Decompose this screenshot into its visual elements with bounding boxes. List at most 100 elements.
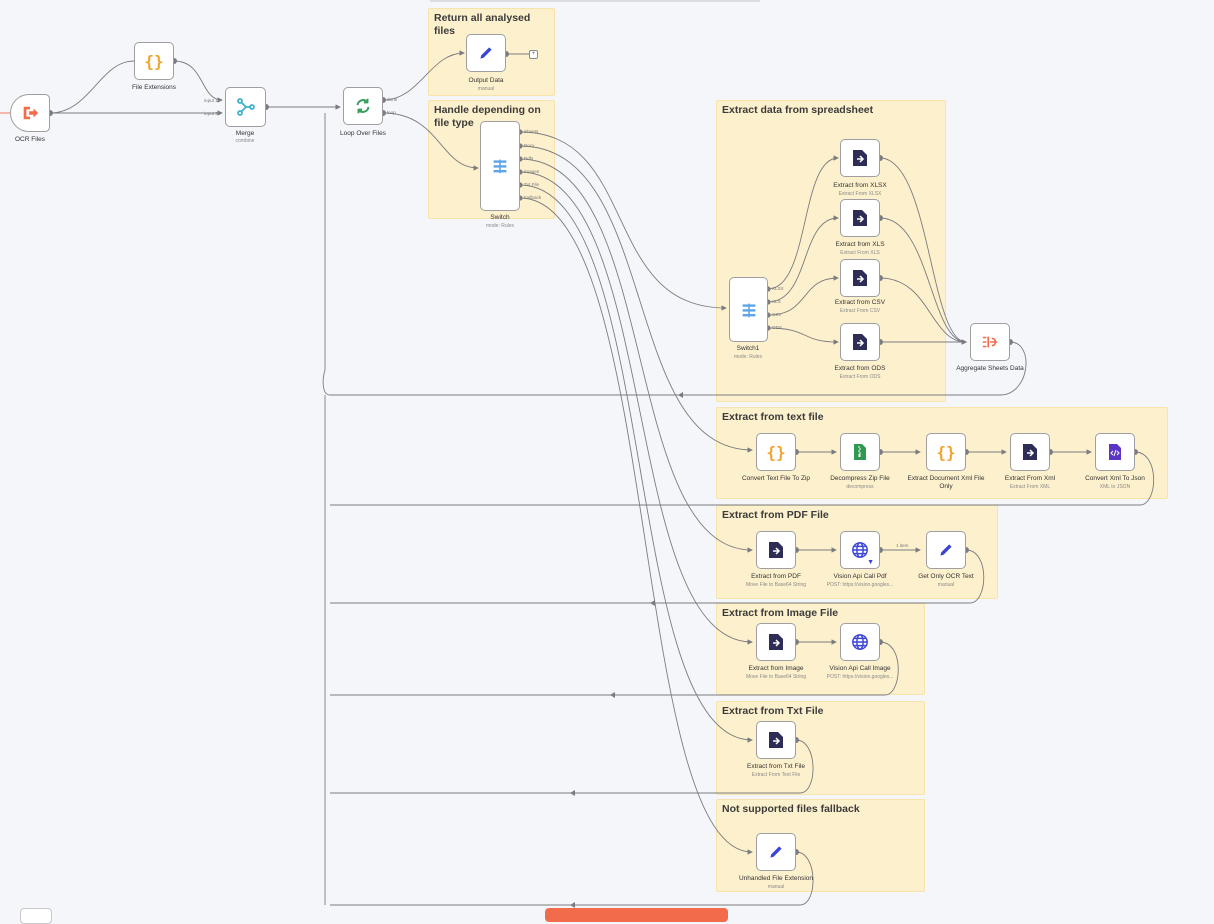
connection <box>330 451 1155 506</box>
add-node-button[interactable]: + <box>529 50 538 59</box>
node-output-data[interactable] <box>466 34 506 72</box>
node-label: Extract from XLS <box>835 241 885 248</box>
node-subtitle: manual <box>477 86 495 92</box>
node-switch1[interactable] <box>729 277 768 342</box>
sticky-title: Extract from Image File <box>722 607 839 619</box>
node-extract-xlsx[interactable] <box>840 139 880 177</box>
globe-icon <box>851 541 869 559</box>
braces-icon: {} <box>766 442 786 462</box>
extract-icon <box>768 731 784 749</box>
node-label: Vision Api Call Pdf <box>833 573 887 580</box>
node-vision-api-image[interactable] <box>840 623 880 661</box>
node-merge[interactable] <box>225 87 266 127</box>
execute-workflow-button[interactable] <box>545 908 728 922</box>
node-label: Convert Xml To Json <box>1085 475 1145 482</box>
node-label: File Extensions <box>131 84 177 91</box>
node-subtitle: Move File to Base64 String <box>745 674 807 680</box>
node-subtitle: POST: https://vision.googles... <box>826 674 894 680</box>
zoom-controls[interactable] <box>20 908 52 924</box>
node-label: Extract from Txt File <box>746 763 806 770</box>
node-extract-txt[interactable] <box>756 721 796 759</box>
node-label: Extract From Xml <box>1004 475 1056 482</box>
node-extract-doc-xml[interactable]: {} <box>926 433 966 471</box>
node-unhandled-extension[interactable] <box>756 833 796 871</box>
port-label: Pdfs <box>524 156 534 161</box>
connection <box>519 131 727 311</box>
node-extract-ods[interactable] <box>840 323 880 361</box>
pencil-icon <box>478 45 494 61</box>
switch-icon <box>492 158 508 174</box>
connection <box>767 275 839 316</box>
connection <box>519 145 753 453</box>
port-label: XLS <box>772 299 781 304</box>
port-label: Fallback <box>524 195 542 200</box>
globe-icon <box>851 633 869 651</box>
node-subtitle: decompress <box>846 484 874 490</box>
node-subtitle: manual <box>767 884 785 890</box>
node-extract-xls[interactable] <box>840 199 880 237</box>
node-extract-csv[interactable] <box>840 259 880 297</box>
extract-icon <box>852 149 868 167</box>
node-loop-over-files[interactable] <box>343 87 383 125</box>
node-subtitle: mode: Rules <box>485 223 515 229</box>
node-extract-image[interactable] <box>756 623 796 661</box>
node-get-ocr-text[interactable] <box>926 531 966 569</box>
node-subtitle: combine <box>235 138 255 144</box>
node-label: Convert Text File To Zip <box>741 475 811 482</box>
node-label: OCR Files <box>15 136 45 143</box>
connection <box>382 50 465 101</box>
sign-out-icon <box>21 104 39 122</box>
node-switch[interactable] <box>480 121 520 211</box>
aggregate-icon <box>981 334 999 350</box>
node-subtitle: Extract From XLS <box>840 250 880 256</box>
sticky-not-supported[interactable]: Not supported files fallback <box>716 799 925 892</box>
sticky-extract-txt[interactable]: Extract from Txt File <box>716 701 925 795</box>
node-label: Switch <box>490 214 510 221</box>
node-extract-pdf[interactable] <box>756 531 796 569</box>
node-label: Extract from CSV <box>834 299 886 306</box>
connection <box>330 851 814 906</box>
port-label: ODS <box>772 325 782 330</box>
node-subtitle: POST: https://vision.googles... <box>826 582 894 588</box>
port-label: Images <box>524 169 540 174</box>
node-label: Get Only OCR Text <box>918 573 974 580</box>
port-label: loop <box>387 110 396 115</box>
node-label: Decompress Zip File <box>830 475 890 482</box>
node-subtitle: manual <box>937 582 955 588</box>
sticky-title: Extract from PDF File <box>722 509 829 521</box>
node-convert-text-zip[interactable]: {} <box>756 433 796 471</box>
connection <box>879 157 967 345</box>
extract-icon <box>852 209 868 227</box>
node-label: Aggregate Sheets Data <box>956 365 1024 372</box>
port-label: XLSX <box>772 286 784 291</box>
top-scroll-indicator <box>430 0 760 2</box>
sticky-title: Extract data from spreadsheet <box>722 104 874 116</box>
sticky-extract-spreadsheet[interactable]: Extract data from spreadsheet <box>716 100 946 402</box>
node-subtitle: Extract From XLSX <box>838 191 882 197</box>
braces-icon: {} <box>144 51 164 71</box>
node-label: Extract from PDF <box>751 573 801 580</box>
node-extract-from-xml[interactable] <box>1010 433 1050 471</box>
node-file-extensions[interactable]: {} <box>134 42 174 80</box>
node-label: Merge <box>235 130 255 137</box>
node-aggregate-sheets[interactable] <box>970 323 1010 361</box>
sticky-extract-image[interactable]: Extract from Image File <box>716 603 925 695</box>
extract-icon <box>768 541 784 559</box>
node-subtitle: Extract From XML <box>1009 484 1051 490</box>
pencil-icon <box>768 844 784 860</box>
node-label: Vision Api Call Image <box>829 665 891 672</box>
node-label: Loop Over Files <box>340 130 386 137</box>
sticky-title: Not supported files fallback <box>722 803 860 815</box>
node-xml-to-json[interactable] <box>1095 433 1135 471</box>
node-vision-api-pdf[interactable]: ▼ <box>840 531 880 569</box>
node-decompress-zip[interactable] <box>840 433 880 471</box>
connection <box>330 641 899 696</box>
connection <box>173 60 223 103</box>
node-label: Extract Document Xml File Only <box>907 475 985 490</box>
code-file-icon <box>1108 443 1122 461</box>
node-label: Output Data <box>468 77 504 84</box>
connection <box>519 184 753 743</box>
node-ocr-files[interactable] <box>10 94 50 132</box>
node-subtitle: mode: Rules <box>733 354 763 360</box>
